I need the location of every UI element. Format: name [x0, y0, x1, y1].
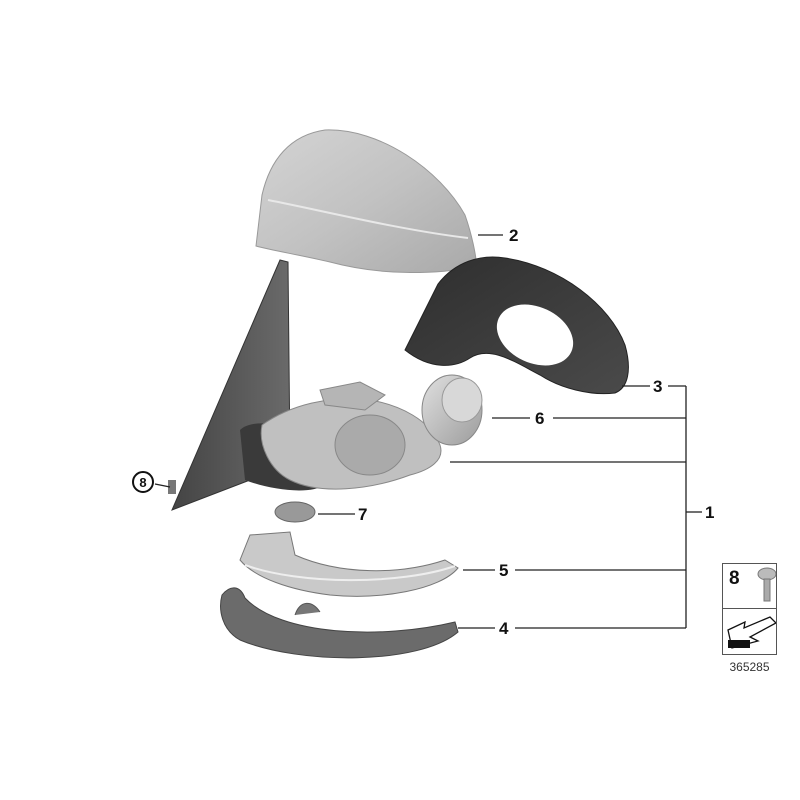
callout-4: 4 [499, 619, 509, 638]
lower-trim-part [220, 587, 459, 659]
bracket-part [260, 381, 442, 490]
legend-item-number: 8 [729, 568, 740, 589]
turn-signal-part [239, 531, 459, 597]
callout-6: 6 [535, 409, 545, 428]
legend-divider [723, 608, 776, 609]
mirror-cap-part [255, 129, 478, 273]
callout-7: 7 [358, 505, 368, 524]
callout-5: 5 [499, 561, 509, 580]
motor-part [421, 374, 483, 446]
callout-2: 2 [509, 226, 519, 245]
diagram-id: 365285 [729, 660, 770, 674]
legend-box: 8 [722, 563, 777, 655]
callout-3: 3 [653, 377, 663, 396]
callout-8-label: 8 [139, 474, 147, 490]
cover-plate-part [274, 501, 316, 523]
leader-lines [154, 234, 702, 629]
callout-8-circled: 8 [132, 471, 154, 493]
housing-frame-part [404, 256, 629, 395]
callout-1: 1 [705, 503, 715, 522]
